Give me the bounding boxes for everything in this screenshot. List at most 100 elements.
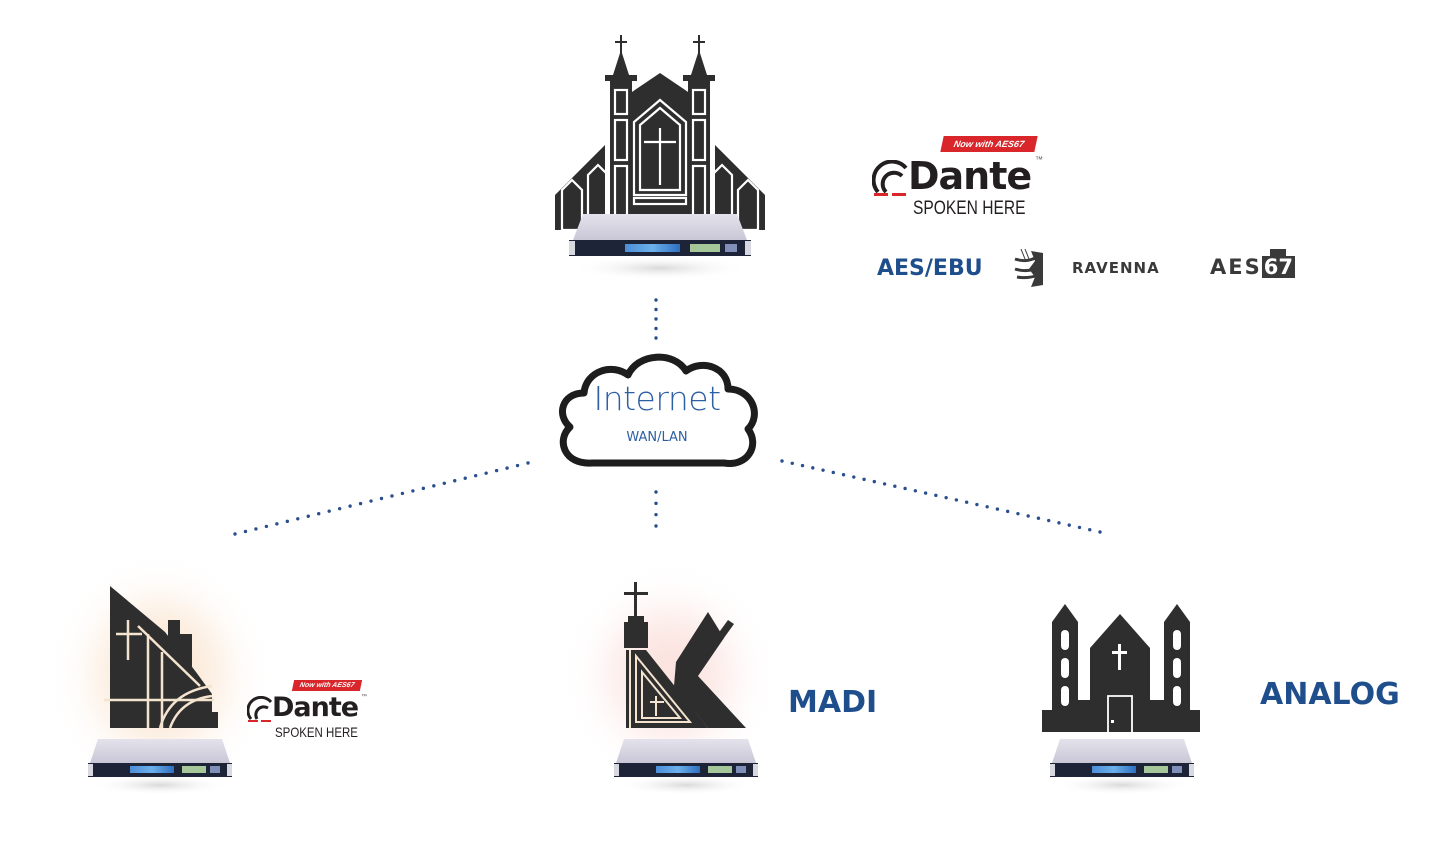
connector-dot	[494, 468, 499, 473]
remote-site-right	[1040, 600, 1202, 735]
cloud-label: Internet	[593, 379, 721, 418]
rack-unit-icon	[569, 214, 751, 280]
connector-dot	[358, 501, 363, 506]
connector-dot	[264, 524, 269, 529]
connector-dot	[944, 495, 948, 500]
rack-unit-icon	[88, 739, 232, 795]
protocol-ravenna: RAVENNA	[1072, 259, 1160, 277]
remote-site-left	[100, 582, 230, 732]
connector-dot	[654, 524, 658, 528]
connector-dot	[327, 509, 331, 513]
aes67-box: 67	[1261, 249, 1295, 279]
connector-dot	[780, 459, 784, 463]
connector-dot	[285, 519, 290, 524]
connector-dot	[654, 317, 658, 321]
connector-cloud-to-left	[233, 461, 530, 536]
connector-dot	[442, 481, 446, 485]
connector-dot	[1005, 509, 1010, 514]
connector-dot	[515, 463, 520, 468]
cloud-icon	[559, 353, 758, 467]
main-rack-unit	[565, 210, 755, 280]
ravenna-icon	[1014, 248, 1043, 287]
connector-dot	[421, 486, 426, 491]
dante-badge: Now with AES67	[940, 136, 1038, 152]
dante-logo-main: Now with AES67 Dante ™ SPOKEN HERE	[872, 136, 1047, 226]
connector-dot	[934, 493, 938, 498]
connector-dot	[654, 326, 658, 331]
connector-dot	[505, 466, 509, 470]
connector-dot	[893, 484, 897, 488]
connector-dot	[862, 477, 866, 482]
connector-dot	[473, 473, 478, 478]
connector-dot	[390, 494, 394, 498]
dante-tagline: SPOKEN HERE	[275, 724, 358, 740]
connector-dot	[348, 504, 352, 508]
twin-tower-church-icon	[1042, 604, 1200, 735]
connector-dot	[1026, 514, 1030, 518]
cloud-sublabel: WAN/LAN	[626, 430, 688, 445]
right-rack-unit	[1048, 735, 1196, 795]
connector-dot	[654, 336, 658, 340]
connector-dot	[1077, 525, 1082, 530]
remote-site-center	[618, 580, 748, 730]
left-rack-unit	[86, 735, 234, 795]
dante-word: Dante	[908, 154, 1032, 198]
aes67-prefix: AES	[1210, 255, 1262, 279]
connector-dot	[379, 496, 384, 501]
connector-main-to-cloud	[654, 298, 658, 340]
connector-dot	[852, 475, 856, 479]
connector-dot	[254, 527, 258, 531]
connector-dot	[233, 532, 237, 536]
dante-badge: Now with AES67	[291, 680, 363, 691]
connector-dot	[903, 486, 907, 491]
dante-symbol-icon	[872, 160, 908, 196]
connector-dot	[923, 491, 928, 495]
modern-church-organ-icon	[104, 586, 218, 729]
connector-dot	[296, 517, 300, 521]
connector-dot	[831, 470, 835, 475]
connector-dot	[306, 514, 310, 518]
connector-dot	[654, 298, 658, 302]
connector-dot	[463, 476, 467, 480]
dante-logo-left: Now with AES67 Dante ™ SPOKEN HERE	[247, 680, 372, 746]
center-rack-unit	[612, 735, 760, 795]
connector-dot	[872, 479, 877, 484]
dante-tagline: SPOKEN HERE	[913, 198, 1026, 219]
connector-dot	[985, 505, 989, 509]
connector-dot	[1016, 511, 1020, 516]
connector-dot	[995, 507, 1000, 511]
connector-dot	[975, 502, 979, 507]
connector-dot	[1047, 518, 1051, 523]
protocol-aes-ebu: AES/EBU	[877, 256, 983, 281]
dante-word: Dante	[272, 692, 359, 723]
internet-cloud: Internet WAN/LAN	[552, 345, 762, 475]
connector-dot	[453, 479, 457, 483]
connector-dot	[369, 499, 373, 503]
dante-tm: ™	[1035, 155, 1043, 164]
connector-dot	[654, 501, 658, 506]
connector-dot	[954, 498, 959, 502]
connector-dot	[654, 307, 658, 312]
connector-dot	[964, 500, 969, 504]
connector-dot	[913, 489, 918, 493]
connector-dot	[526, 461, 530, 465]
connector-dot	[841, 473, 846, 477]
connector-dot	[882, 482, 887, 486]
connector-dot	[1088, 528, 1092, 532]
connector-dot	[432, 484, 436, 488]
connector-dot	[317, 512, 321, 516]
protocol-aes67: AES67	[1210, 249, 1295, 279]
connector-dot	[790, 461, 794, 465]
connector-cloud-to-right	[780, 459, 1102, 534]
connector-dot	[821, 468, 825, 472]
connector-dot	[1036, 516, 1041, 520]
connector-cloud-to-center	[654, 490, 658, 528]
connector-dot	[1098, 530, 1102, 534]
rack-unit-icon	[614, 739, 758, 795]
connector-dot	[654, 512, 658, 517]
dante-symbol-icon	[247, 696, 273, 722]
connector-dot	[654, 490, 658, 494]
dante-tm: ™	[361, 694, 367, 700]
connector-dot	[243, 529, 248, 534]
